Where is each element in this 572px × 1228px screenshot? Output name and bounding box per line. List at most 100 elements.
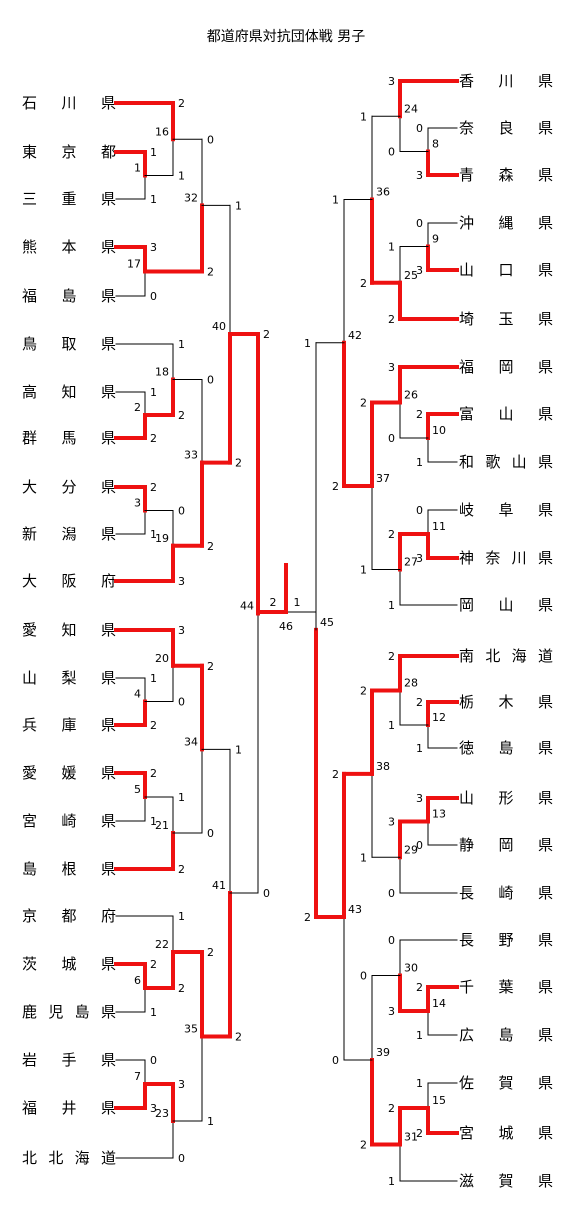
left-score-label: 2 bbox=[178, 409, 185, 422]
right-team-3: 沖縄県 bbox=[459, 214, 553, 232]
right-score-label: 3 bbox=[388, 361, 395, 374]
final-right-score: 1 bbox=[294, 596, 301, 609]
right-score-label: 1 bbox=[416, 1029, 423, 1042]
right-score-label: 1 bbox=[360, 851, 367, 864]
right-team-8: 和歌山県 bbox=[459, 453, 553, 471]
left-match-number: 19 bbox=[155, 532, 169, 545]
right-score-label: 2 bbox=[332, 480, 339, 493]
right-score-label: 2 bbox=[332, 768, 339, 781]
left-team-14: 愛媛県 bbox=[22, 764, 116, 782]
left-match-number: 2 bbox=[134, 401, 141, 414]
right-score-label: 2 bbox=[360, 1139, 367, 1152]
right-team-16: 静岡県 bbox=[459, 836, 553, 854]
left-score-label: 0 bbox=[207, 374, 214, 387]
left-score-label: 3 bbox=[150, 1102, 157, 1115]
left-team-19: 鹿児島県 bbox=[22, 1003, 116, 1021]
right-match-number: 25 bbox=[404, 269, 418, 282]
left-score-label: 1 bbox=[150, 672, 157, 685]
right-score-label: 1 bbox=[388, 241, 395, 254]
left-score-label: 2 bbox=[178, 97, 185, 110]
left-team-7: 群馬県 bbox=[22, 429, 116, 447]
right-match-number: 31 bbox=[404, 1131, 418, 1144]
left-team-2: 三重県 bbox=[22, 190, 116, 208]
right-match-number: 42 bbox=[348, 329, 362, 342]
right-match-number: 27 bbox=[404, 556, 418, 569]
left-score-label: 2 bbox=[207, 660, 214, 673]
left-team-15: 宮崎県 bbox=[22, 812, 116, 830]
left-score-label: 1 bbox=[150, 815, 157, 828]
left-score-label: 3 bbox=[178, 1078, 185, 1091]
right-score-label: 2 bbox=[360, 277, 367, 290]
right-team-15: 山形県 bbox=[459, 789, 553, 807]
left-match-number: 34 bbox=[184, 735, 198, 748]
left-match-number: 44 bbox=[240, 599, 254, 612]
left-score-label: 1 bbox=[178, 791, 185, 804]
right-score-label: 1 bbox=[304, 337, 311, 350]
right-score-label: 0 bbox=[416, 504, 423, 517]
right-match-number: 36 bbox=[376, 186, 390, 199]
right-match-number: 28 bbox=[404, 677, 418, 690]
left-score-label: 2 bbox=[150, 958, 157, 971]
left-team-9: 新潟県 bbox=[22, 525, 116, 543]
right-score-label: 0 bbox=[388, 934, 395, 947]
right-score-label: 0 bbox=[416, 217, 423, 230]
left-score-label: 1 bbox=[178, 338, 185, 351]
left-score-label: 2 bbox=[207, 540, 214, 553]
right-team-19: 千葉県 bbox=[459, 978, 553, 996]
right-score-label: 3 bbox=[388, 1005, 395, 1018]
left-team-20: 岩手県 bbox=[22, 1051, 116, 1069]
left-score-label: 0 bbox=[207, 133, 214, 146]
right-score-label: 1 bbox=[360, 564, 367, 577]
right-score-label: 3 bbox=[388, 75, 395, 88]
right-match-number: 8 bbox=[432, 138, 439, 151]
left-score-label: 1 bbox=[150, 146, 157, 159]
left-match-number: 21 bbox=[155, 819, 169, 832]
left-score-label: 1 bbox=[235, 199, 242, 212]
left-match-number: 32 bbox=[184, 191, 198, 204]
right-team-14: 徳島県 bbox=[459, 739, 553, 757]
left-match-number: 7 bbox=[134, 1070, 141, 1083]
right-team-4: 山口県 bbox=[459, 261, 553, 279]
left-score-label: 0 bbox=[150, 1054, 157, 1067]
left-score-label: 0 bbox=[263, 887, 270, 900]
right-score-label: 0 bbox=[360, 970, 367, 983]
right-score-label: 1 bbox=[416, 1077, 423, 1090]
left-score-label: 1 bbox=[178, 170, 185, 183]
right-match-number: 45 bbox=[320, 616, 334, 629]
left-score-label: 2 bbox=[150, 432, 157, 445]
right-match-number: 24 bbox=[404, 102, 418, 115]
left-score-label: 2 bbox=[150, 481, 157, 494]
right-score-label: 1 bbox=[332, 194, 339, 207]
left-team-3: 熊本県 bbox=[22, 238, 116, 256]
right-score-label: 2 bbox=[388, 650, 395, 663]
bracket-title: 都道府県対抗団体戦 男子 bbox=[206, 29, 366, 45]
right-score-label: 0 bbox=[388, 146, 395, 159]
left-score-label: 3 bbox=[178, 624, 185, 637]
left-score-label: 1 bbox=[150, 386, 157, 399]
left-team-6: 高知県 bbox=[22, 383, 116, 401]
left-team-21: 福井県 bbox=[22, 1099, 116, 1117]
right-match-number: 26 bbox=[404, 389, 418, 402]
right-team-18: 長野県 bbox=[459, 931, 553, 949]
left-match-number: 35 bbox=[184, 1023, 198, 1036]
right-match-number: 11 bbox=[432, 520, 446, 533]
left-match-number: 23 bbox=[155, 1107, 169, 1120]
left-team-13: 兵庫県 bbox=[22, 716, 116, 734]
left-score-label: 1 bbox=[150, 1006, 157, 1019]
right-team-1: 奈良県 bbox=[459, 119, 553, 137]
left-team-8: 大分県 bbox=[22, 478, 116, 496]
right-team-0: 香川県 bbox=[459, 72, 553, 90]
left-match-number: 33 bbox=[184, 449, 198, 462]
right-team-23: 滋賀県 bbox=[459, 1172, 553, 1190]
right-score-label: 0 bbox=[416, 839, 423, 852]
left-score-label: 3 bbox=[150, 241, 157, 254]
right-team-13: 栃木県 bbox=[459, 693, 553, 711]
left-score-label: 2 bbox=[178, 982, 185, 995]
right-team-9: 岐阜県 bbox=[459, 501, 553, 519]
right-score-label: 0 bbox=[388, 432, 395, 445]
left-match-number: 3 bbox=[134, 497, 141, 510]
left-team-18: 茨城県 bbox=[22, 955, 116, 973]
right-match-number: 14 bbox=[432, 997, 446, 1010]
left-score-label: 2 bbox=[150, 767, 157, 780]
left-score-label: 1 bbox=[150, 528, 157, 541]
